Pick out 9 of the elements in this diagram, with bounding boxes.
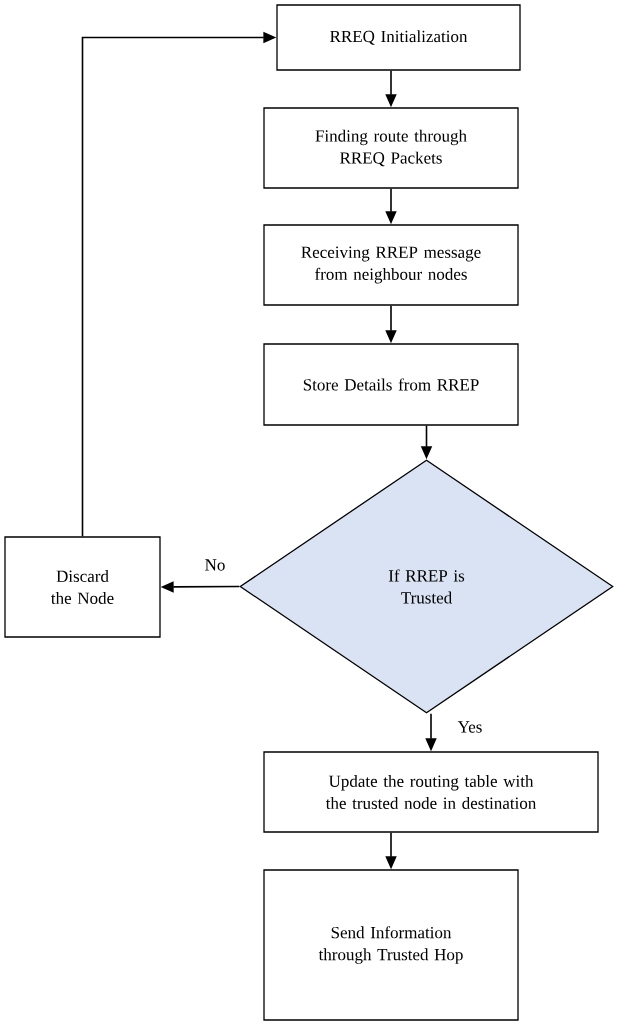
process-box: Store Details from RREP — [263, 343, 519, 426]
process-box: Send Information through Trusted Hop — [263, 869, 519, 1021]
process-box: RREQ Initialization — [276, 4, 521, 71]
edge-label: Yes — [456, 720, 484, 734]
process-box: Receiving RREP message from neighbour nodes — [263, 224, 519, 306]
edge-label: No — [203, 558, 227, 572]
process-box: Finding route through RREQ Packets — [263, 107, 519, 189]
process-box: Discard the Node — [4, 536, 161, 638]
process-box: Update the routing table with the trusted node in destination — [263, 751, 599, 833]
